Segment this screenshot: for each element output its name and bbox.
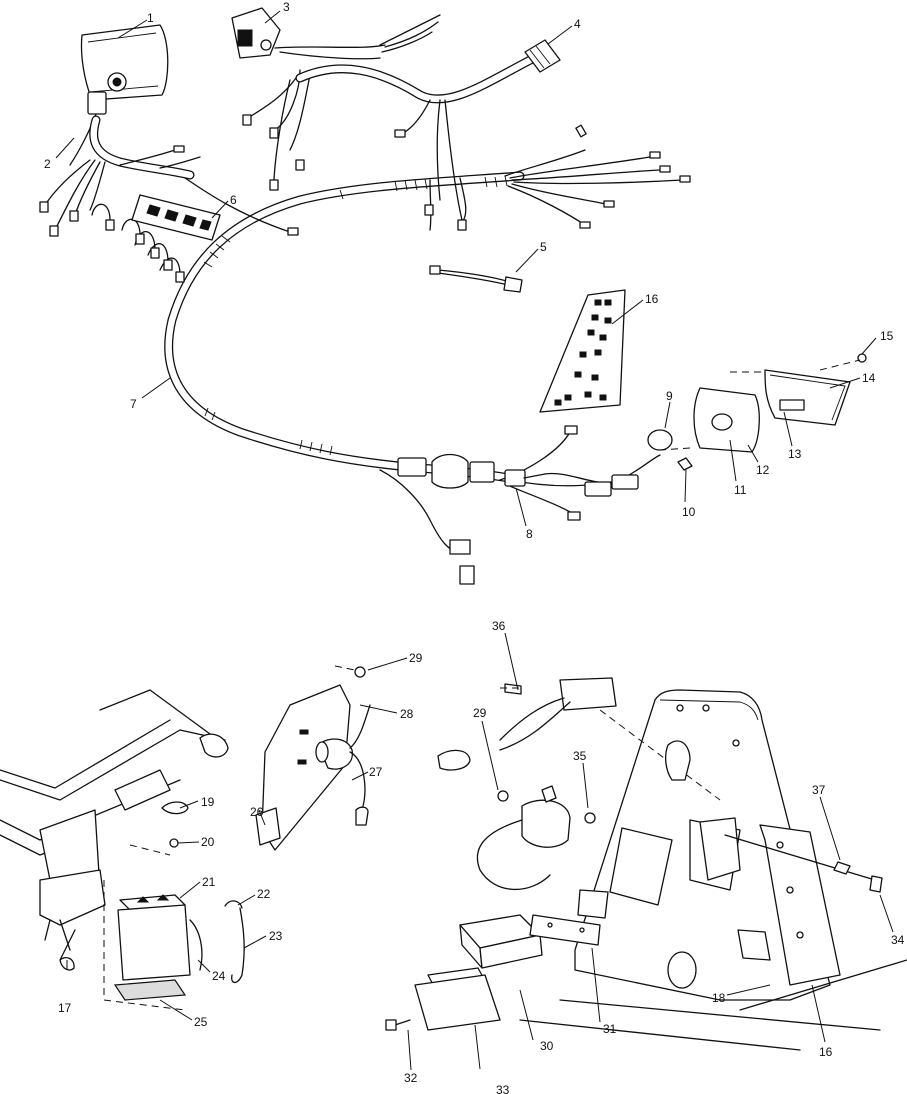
callout-16-bottom: 16	[819, 1045, 833, 1059]
sub-harness	[39, 115, 299, 283]
callout-18: 18	[712, 991, 726, 1005]
wire-loom-with-boot	[295, 39, 561, 231]
mount-plate-assembly	[385, 677, 907, 1051]
callout-14: 14	[862, 371, 876, 385]
callout-21: 21	[202, 875, 216, 889]
callout-labels: 1 2 3 4 5 6 7 8 9 10 11 12 13 14 15 16 1…	[44, 0, 905, 1094]
callout-4: 4	[574, 17, 581, 31]
callout-3: 3	[283, 0, 290, 14]
coil-bracket	[255, 665, 371, 851]
callout-7: 7	[130, 397, 137, 411]
callout-35: 35	[573, 749, 587, 763]
callout-5: 5	[540, 240, 547, 254]
callout-36: 36	[492, 619, 506, 633]
tail-bulb-socket	[544, 429, 693, 497]
callout-24: 24	[212, 969, 226, 983]
callout-28: 28	[400, 707, 414, 721]
callout-2: 2	[44, 157, 51, 171]
branch-terminals	[575, 124, 691, 229]
callout-13: 13	[788, 447, 802, 461]
callout-23: 23	[269, 929, 283, 943]
callout-11: 11	[734, 483, 747, 497]
callout-29-left: 29	[409, 651, 423, 665]
jumper-lead	[429, 265, 523, 293]
callout-1: 1	[147, 11, 154, 25]
callout-9: 9	[666, 389, 673, 403]
leader-lines	[55, 10, 894, 1071]
callout-31: 31	[603, 1022, 617, 1036]
callout-25: 25	[194, 1015, 208, 1029]
circuit-board	[539, 289, 626, 413]
ignition-switch	[231, 7, 441, 191]
connector-block	[131, 194, 221, 241]
callout-6: 6	[230, 193, 237, 207]
frame-section	[0, 689, 229, 971]
callout-33: 33	[496, 1083, 510, 1094]
callout-12: 12	[756, 463, 770, 477]
callout-20: 20	[201, 835, 215, 849]
callout-19: 19	[201, 795, 215, 809]
callout-16-top: 16	[645, 292, 659, 306]
harness-connectors	[397, 453, 546, 585]
taillight-assembly	[659, 353, 867, 453]
callout-30: 30	[540, 1039, 554, 1053]
callout-10: 10	[682, 505, 696, 519]
headlight	[69, 24, 169, 166]
callout-34: 34	[891, 933, 905, 947]
callout-17: 17	[58, 1001, 72, 1015]
battery-assembly	[103, 801, 245, 1011]
callout-26: 26	[250, 805, 264, 819]
callout-32: 32	[404, 1071, 418, 1085]
callout-27: 27	[369, 765, 383, 779]
callout-22: 22	[257, 887, 271, 901]
callout-8: 8	[526, 527, 533, 541]
callout-29-right: 29	[473, 706, 487, 720]
callout-15: 15	[880, 329, 894, 343]
callout-37: 37	[812, 783, 826, 797]
